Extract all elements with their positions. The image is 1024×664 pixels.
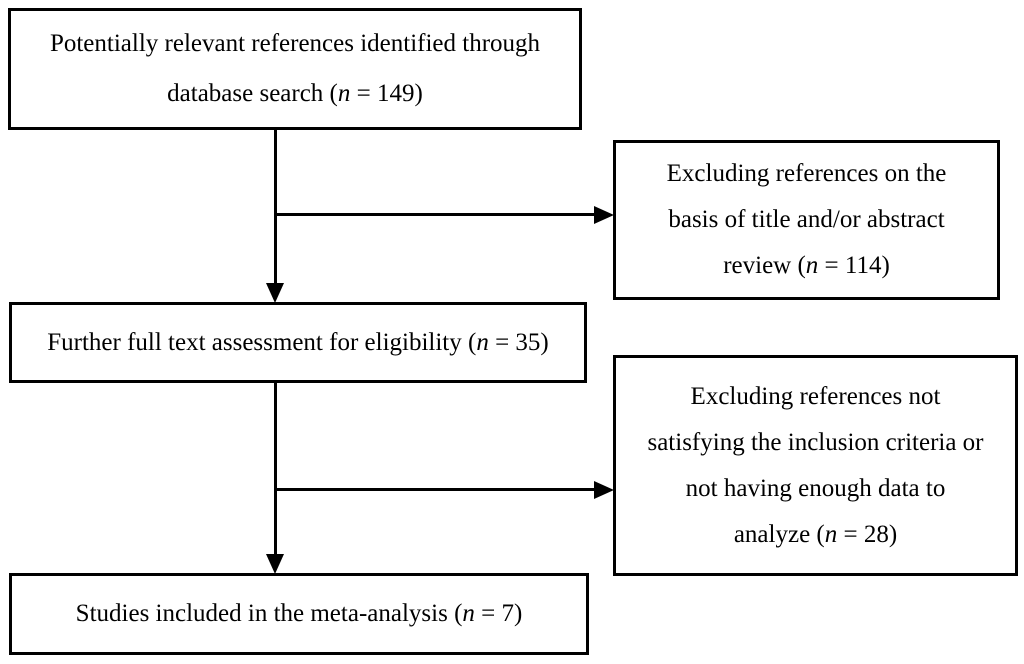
- box-text-line: basis of title and/or abstract: [616, 197, 997, 243]
- arrowhead-right-icon: [594, 206, 614, 224]
- text-segment: database search (: [167, 80, 338, 107]
- box-included-studies: Studies included in the meta-analysis (n…: [9, 573, 589, 655]
- box-excluded-title-abstract: Excluding references on the basis of tit…: [613, 140, 1000, 300]
- box-text-line: Studies included in the meta-analysis (n…: [12, 591, 586, 637]
- n-variable: n: [462, 600, 475, 627]
- box-text-line: review (n = 114): [616, 243, 997, 289]
- text-segment: = 114): [818, 252, 890, 279]
- box-text-line: satisfying the inclusion criteria or: [616, 420, 1015, 466]
- text-segment: = 35): [488, 328, 549, 356]
- text-segment: = 149): [350, 80, 423, 107]
- arrowhead-down-icon: [266, 554, 284, 574]
- box-text-line: not having enough data to: [616, 466, 1015, 512]
- box-full-text-assessment: Further full text assessment for eligibi…: [9, 302, 587, 383]
- box-text-line: database search (n = 149): [11, 69, 579, 119]
- text-segment: Potentially relevant references identifi…: [49, 30, 541, 57]
- n-variable: n: [824, 520, 838, 548]
- box-text-line: Excluding references on the: [616, 151, 997, 197]
- arrow-fulltext-to-included-line: [274, 383, 277, 554]
- text-segment: = 7): [474, 600, 523, 627]
- text-segment: Further full text assessment for eligibi…: [47, 328, 477, 356]
- text-segment: Studies included in the meta-analysis (: [75, 600, 463, 627]
- text-segment: Excluding references not: [690, 382, 941, 410]
- text-segment: = 28): [837, 520, 898, 548]
- text-segment: satisfying the inclusion criteria or: [647, 428, 984, 456]
- text-segment: review (: [723, 252, 806, 279]
- text-segment: Excluding references on the: [666, 160, 947, 187]
- arrow-identified-to-fulltext-line: [274, 130, 277, 283]
- arrowhead-down-icon: [266, 283, 284, 303]
- box-text-line: Potentially relevant references identifi…: [11, 19, 579, 69]
- box-text-line: Further full text assessment for eligibi…: [12, 320, 584, 366]
- n-variable: n: [337, 80, 351, 107]
- text-segment: not having enough data to: [685, 474, 946, 502]
- text-segment: analyze (: [733, 520, 825, 548]
- n-variable: n: [476, 328, 489, 356]
- box-references-identified: Potentially relevant references identifi…: [8, 8, 582, 130]
- box-excluded-criteria: Excluding references not satisfying the …: [613, 355, 1018, 576]
- box-text-line: Excluding references not: [616, 374, 1015, 420]
- arrow-branch-to-excluded-criteria-line: [276, 488, 594, 491]
- text-segment: basis of title and/or abstract: [668, 206, 945, 233]
- arrowhead-right-icon: [594, 481, 614, 499]
- n-variable: n: [805, 252, 819, 279]
- arrow-branch-to-excluded-abstract-line: [276, 213, 594, 216]
- box-text-line: analyze (n = 28): [616, 512, 1015, 558]
